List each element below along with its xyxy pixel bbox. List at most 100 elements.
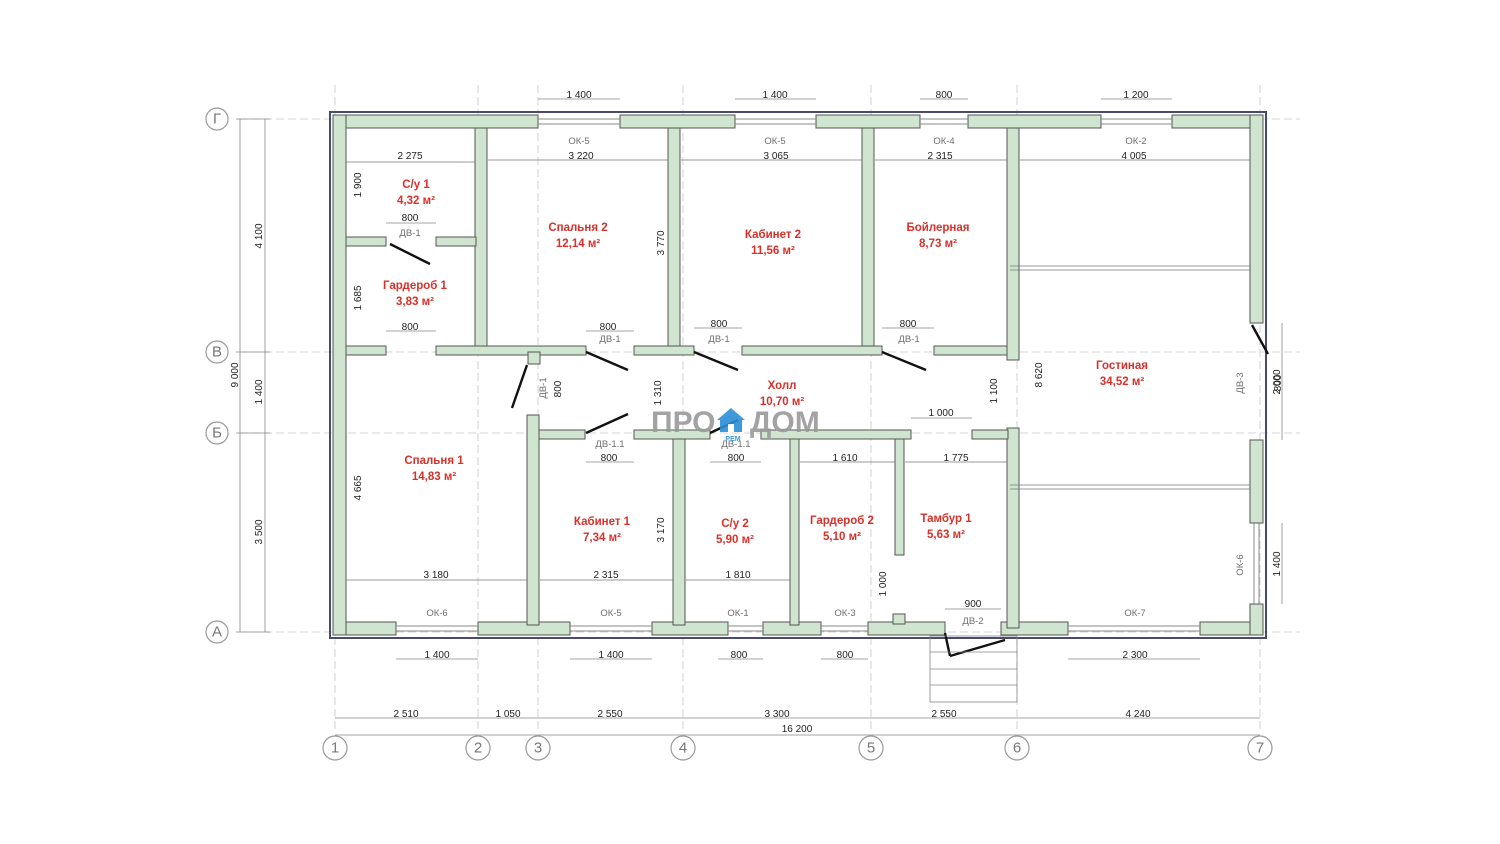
door-label: ДВ-1 xyxy=(399,228,420,239)
outer-wall-outline xyxy=(329,111,1267,639)
door-width: 800 xyxy=(1273,374,1284,391)
room-area: 7,34 м² xyxy=(583,532,621,544)
window-label: ОК-5 xyxy=(764,136,785,147)
door-width: 900 xyxy=(965,599,982,610)
house-icon xyxy=(717,408,745,432)
room-width: 1 775 xyxy=(943,453,968,464)
room-width: 1 810 xyxy=(725,570,750,581)
door-label: ДВ-2 xyxy=(962,616,983,627)
door-width: 800 xyxy=(600,322,617,333)
room-area: 11,56 м² xyxy=(751,245,795,257)
bottom-dim-lines xyxy=(335,717,1260,736)
room-name: Кабинет 2 xyxy=(745,229,801,241)
room-width: 4 005 xyxy=(1121,151,1146,162)
room-name: Гостиная xyxy=(1096,360,1148,372)
door-width: 800 xyxy=(402,213,419,224)
door-width: 800 xyxy=(900,319,917,330)
room-area: 8,73 м² xyxy=(919,238,957,250)
axis-label-a: А xyxy=(212,624,222,641)
room-name: Тамбур 1 xyxy=(920,513,972,525)
axis-label-4: 4 xyxy=(679,740,687,757)
window-label: ОК-5 xyxy=(568,136,589,147)
room-height: 1 100 xyxy=(989,378,1000,403)
window-dim-top: 1 400 xyxy=(566,90,591,101)
room-name: С/у 2 xyxy=(721,518,749,530)
bottom-dim: 2 550 xyxy=(597,709,622,720)
door-width: 800 xyxy=(553,380,564,397)
room-area: 10,70 м² xyxy=(760,396,804,408)
axis-label-6: 6 xyxy=(1013,740,1021,757)
window-label: ОК-7 xyxy=(1124,608,1145,619)
watermark-logo: ПРО ДОМ РЕМ xyxy=(651,406,820,443)
door-label: ДВ-1 xyxy=(599,334,620,345)
window-dim-top: 1 200 xyxy=(1123,90,1148,101)
left-dim: 3 500 xyxy=(254,519,265,544)
bottom-dim: 1 050 xyxy=(495,709,520,720)
room-width: 2 275 xyxy=(397,151,422,162)
room-area: 14,83 м² xyxy=(412,471,456,483)
door-width: 800 xyxy=(601,453,618,464)
window-label: ОК-6 xyxy=(1235,554,1246,575)
window-dim-right: 1 400 xyxy=(1272,551,1283,576)
room-height: 3 770 xyxy=(656,230,667,255)
bottom-dim: 4 240 xyxy=(1125,709,1150,720)
door-width: 800 xyxy=(711,319,728,330)
axis-bubbles xyxy=(205,107,1273,761)
room-area: 12,14 м² xyxy=(556,238,600,250)
door-label: ДВ-1.1 xyxy=(595,439,624,450)
left-dim: 4 100 xyxy=(254,223,265,248)
door-width: 800 xyxy=(728,453,745,464)
axis-label-1: 1 xyxy=(331,740,339,757)
window-label: ОК-6 xyxy=(426,608,447,619)
window-label: ОК-3 xyxy=(834,608,855,619)
axis-label-b: Б xyxy=(212,425,222,442)
room-area: 5,90 м² xyxy=(716,534,754,546)
axis-label-5: 5 xyxy=(867,740,875,757)
room-area: 4,32 м² xyxy=(397,195,435,207)
window-dim-bottom: 800 xyxy=(731,650,748,661)
room-width: 1 610 xyxy=(832,453,857,464)
room-name: Гардероб 2 xyxy=(810,515,874,527)
door-width: 1 000 xyxy=(928,408,953,419)
walls xyxy=(332,114,1264,636)
room-name: С/у 1 xyxy=(402,179,430,191)
window-dim-top: 800 xyxy=(936,90,953,101)
room-height: 4 665 xyxy=(353,475,364,500)
logo-sub: РЕМ xyxy=(725,436,740,443)
room-width: 2 315 xyxy=(927,151,952,162)
room-width: 3 180 xyxy=(423,570,448,581)
room-name: Гардероб 1 xyxy=(383,280,448,292)
room-width: 3 220 xyxy=(568,151,593,162)
room-height: 1 000 xyxy=(878,571,889,596)
door-label: ДВ-1 xyxy=(898,334,919,345)
room-height: 1 685 xyxy=(353,285,364,310)
room-height: 1 900 xyxy=(353,172,364,197)
room-width: 2 315 xyxy=(593,570,618,581)
room-area: 3,83 м² xyxy=(396,296,434,308)
window-dim-bottom: 800 xyxy=(837,650,854,661)
axis-label-7: 7 xyxy=(1256,740,1264,757)
room-name: Холл xyxy=(768,380,797,392)
logo-text-left: ПРО xyxy=(651,406,716,439)
room-area: 34,52 м² xyxy=(1100,376,1144,388)
bottom-dim: 3 300 xyxy=(764,709,789,720)
doors xyxy=(389,242,1270,658)
door-label: ДВ-1 xyxy=(538,377,549,398)
axis-label-2: 2 xyxy=(474,740,482,757)
door-label: ДВ-1 xyxy=(708,334,729,345)
window-dim-bottom: 2 300 xyxy=(1122,650,1147,661)
room-height: 8 620 xyxy=(1034,362,1045,387)
window-label: ОК-2 xyxy=(1125,136,1146,147)
porch-steps xyxy=(929,635,1018,703)
door-label: ДВ-3 xyxy=(1235,372,1246,393)
door-label: ДВ-1.1 xyxy=(721,439,750,450)
inner-lines xyxy=(346,159,1250,581)
room-name: Кабинет 1 xyxy=(574,516,631,528)
window-label: ОК-4 xyxy=(933,136,954,147)
total-height: 9 000 xyxy=(230,362,241,387)
axis-label-g: Г xyxy=(213,111,221,128)
room-height: 3 170 xyxy=(656,517,667,542)
room-width: 3 065 xyxy=(763,151,788,162)
window-label: ОК-1 xyxy=(727,608,748,619)
